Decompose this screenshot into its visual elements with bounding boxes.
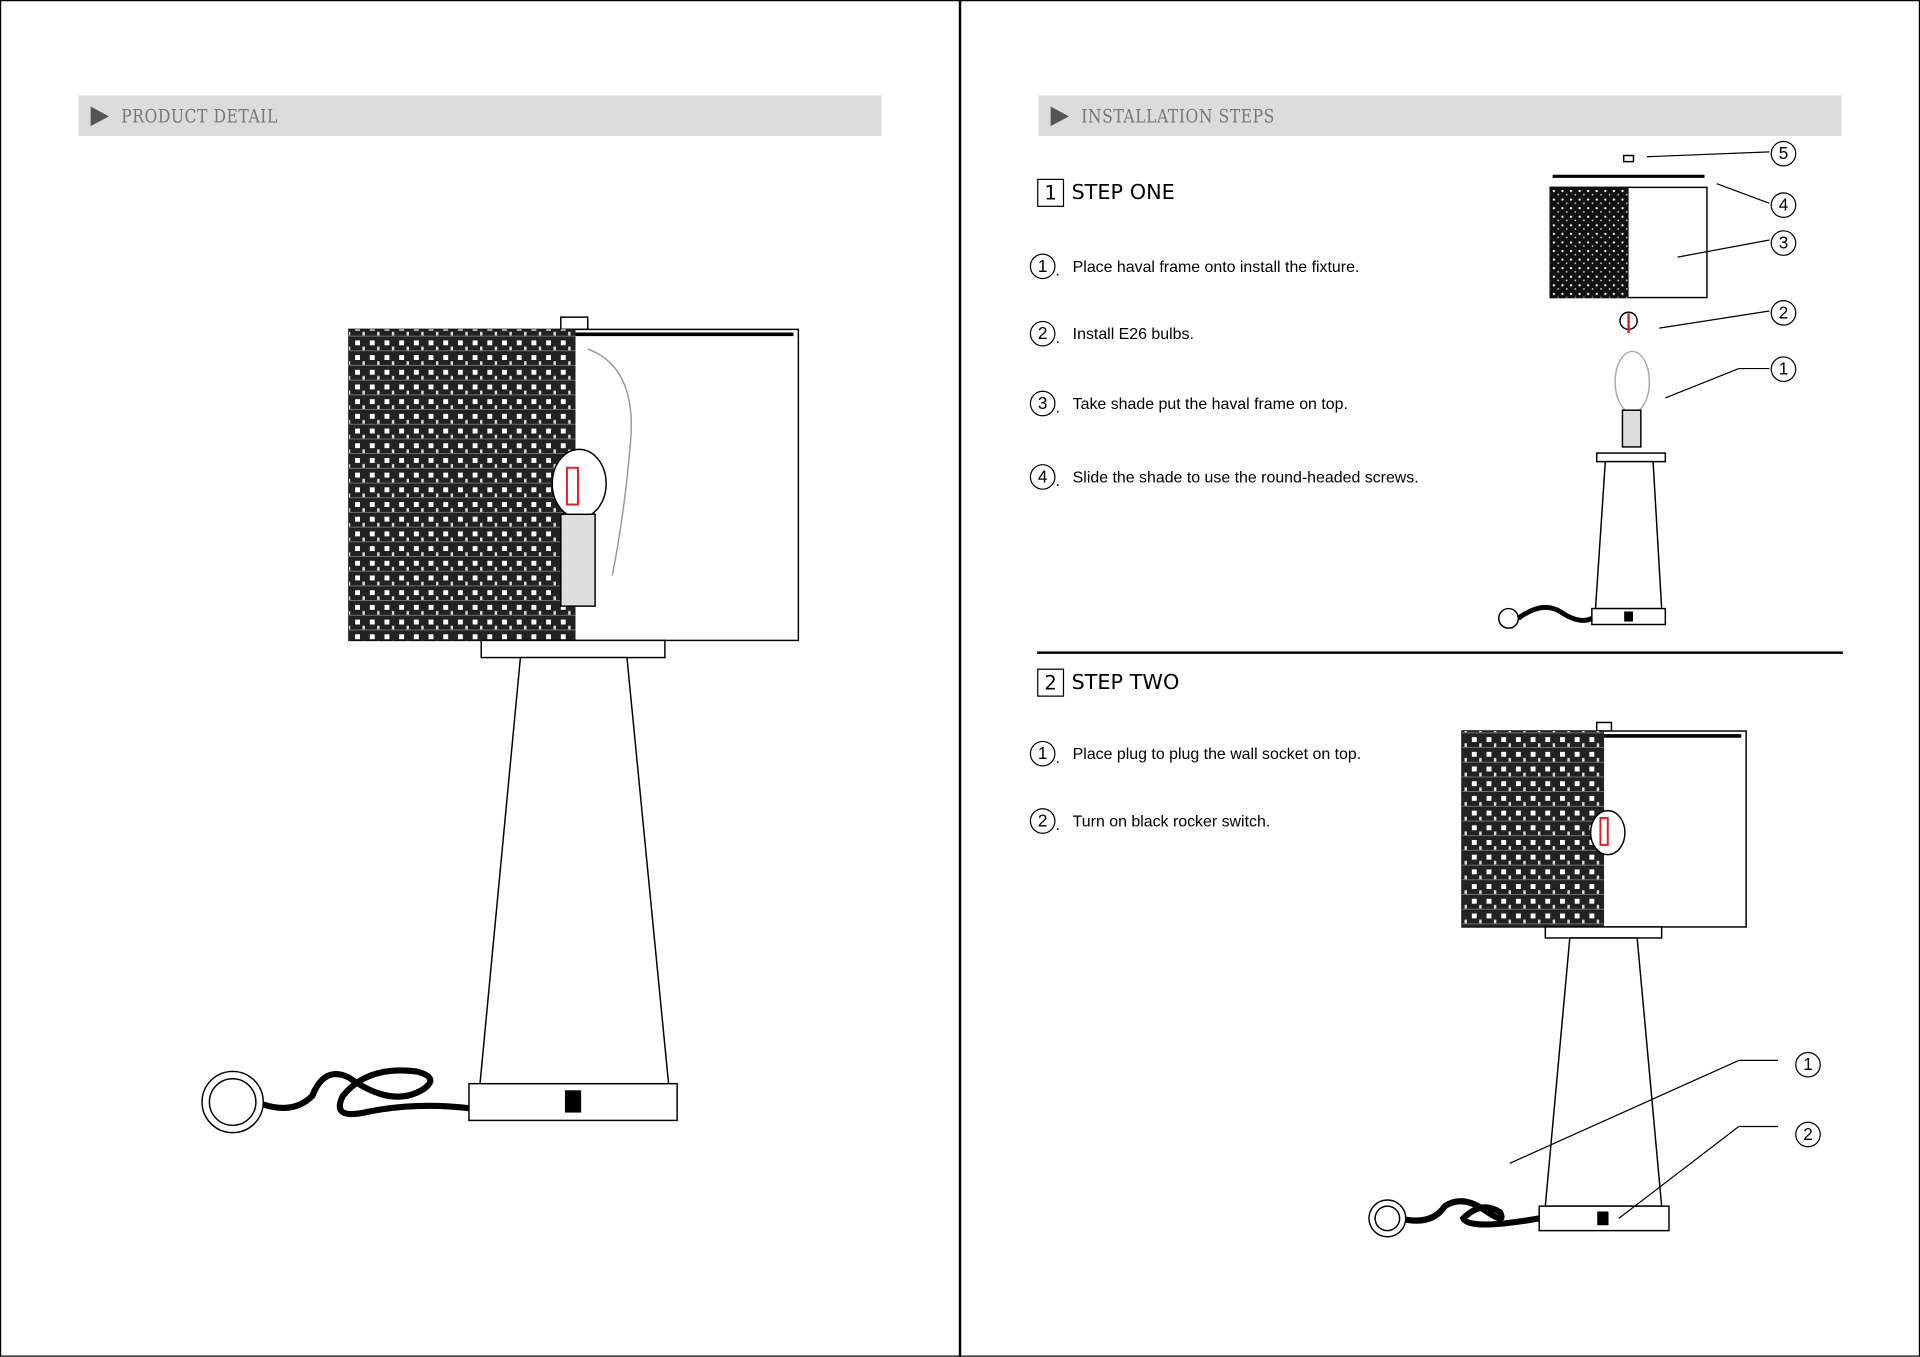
item-marker: 4: [1029, 464, 1056, 490]
callout-marker: 1: [1795, 1051, 1821, 1078]
callout-marker: 4: [1770, 192, 1797, 218]
item-text: Take shade put the haval frame on top.: [1072, 394, 1348, 413]
item-marker: 2: [1029, 808, 1056, 834]
step-two-item: 1. Place plug to plug the wall socket on …: [1029, 740, 1362, 767]
socket: [1621, 409, 1642, 448]
plug: [1368, 1199, 1407, 1238]
rocker-switch: [564, 1090, 582, 1113]
step-two-diagram: [1368, 721, 1778, 1238]
item-marker: 1: [1029, 740, 1056, 767]
page-divider: [958, 0, 962, 1357]
triangle-icon: [1050, 106, 1069, 127]
product-detail-header: PRODUCT DETAIL: [78, 95, 882, 136]
callout-marker: 1: [1770, 356, 1797, 383]
item-text: Install E26 bulbs.: [1072, 324, 1194, 343]
callout-marker: 3: [1770, 230, 1797, 256]
section-title: PRODUCT DETAIL: [121, 105, 278, 128]
step-two-item: 2. Turn on black rocker switch.: [1029, 808, 1271, 834]
screw: [1622, 154, 1635, 163]
item-text: Slide the shade to use the round-headed …: [1072, 467, 1419, 487]
marker-dot: .: [1055, 748, 1060, 767]
callout-marker: 2: [1770, 300, 1797, 326]
step-number: 2: [1037, 668, 1065, 697]
step-one-item: 4. Slide the shade to use the round-heade…: [1029, 464, 1419, 490]
step-one-item: 3. Take shade put the haval frame on top.: [1029, 390, 1348, 417]
callout-marker: 5: [1770, 140, 1797, 167]
socket: [560, 513, 596, 607]
step-one-item: 1. Place haval frame onto install the fix…: [1029, 253, 1360, 280]
item-marker: 3: [1029, 390, 1056, 417]
finial: [560, 316, 589, 331]
section-title: INSTALLATION STEPS: [1081, 105, 1275, 128]
lamp-body: [479, 656, 670, 1085]
item-text: Place plug to plug the wall socket on to…: [1072, 744, 1362, 763]
marker-dot: .: [1055, 815, 1060, 834]
item-marker: 2: [1029, 320, 1056, 347]
triangle-icon: [90, 106, 109, 127]
item-text: Place haval frame onto install the fixtu…: [1072, 257, 1360, 276]
item-marker: 1: [1029, 253, 1056, 280]
step-one-diagram: [1498, 151, 1770, 629]
base-neck: [480, 639, 666, 659]
step-title: STEP TWO: [1071, 670, 1180, 695]
installation-steps-header: INSTALLATION STEPS: [1038, 95, 1842, 136]
harp: [1614, 350, 1651, 414]
item-text: Turn on black rocker switch.: [1072, 811, 1271, 831]
rocker-switch: [1597, 1211, 1609, 1226]
step-separator: [1037, 651, 1843, 654]
product-lamp: [201, 316, 800, 1134]
callout-marker: 2: [1795, 1121, 1821, 1148]
marker-dot: .: [1055, 397, 1060, 417]
step-title: STEP ONE: [1071, 180, 1175, 206]
marker-dot: .: [1055, 260, 1060, 280]
plug: [201, 1070, 265, 1134]
step-one-item: 2. Install E26 bulbs.: [1029, 320, 1194, 347]
bulb: [551, 448, 607, 519]
step-number: 1: [1037, 178, 1065, 207]
marker-dot: .: [1055, 471, 1060, 490]
marker-dot: .: [1055, 328, 1060, 347]
